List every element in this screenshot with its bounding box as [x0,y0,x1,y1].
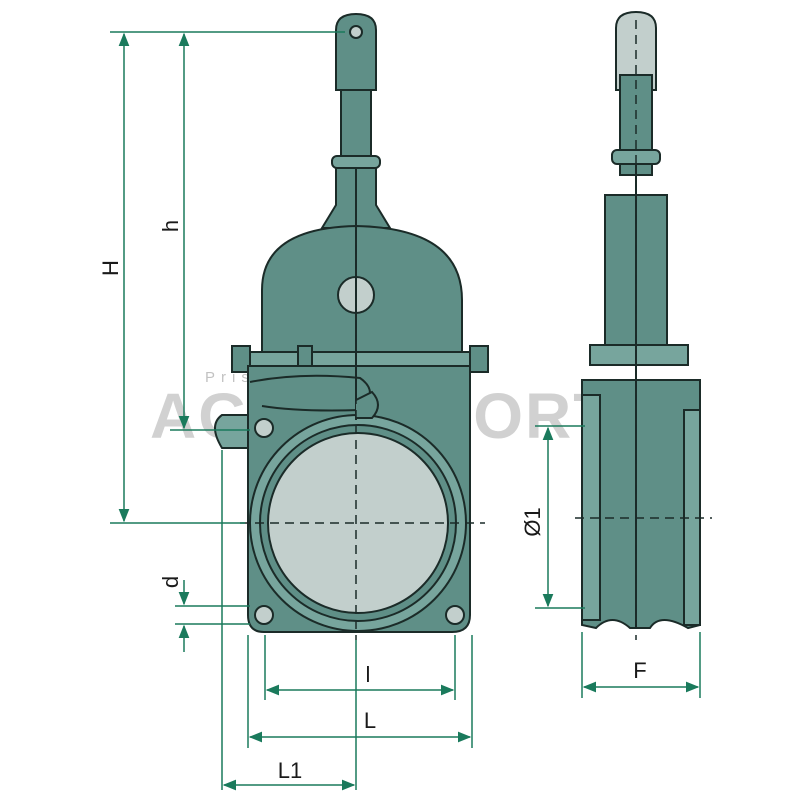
flange-bolt-left [231,345,251,373]
dim-h-label: h [158,220,183,232]
handle-hole [349,25,363,39]
port-disc [267,432,449,614]
dim-d-label: d [158,576,183,588]
handle-top [335,12,377,91]
flange-bolt-mid [297,345,313,367]
bolt-hole-bottom-right [445,605,465,625]
side-face-left [581,394,601,621]
dim-L-label: L [364,708,376,733]
body-detail-curve [249,374,371,412]
side-centerlines [575,20,712,640]
dim-diameter-label: Ø1 [520,507,545,536]
side-view [581,10,701,630]
dim-F-label: F [633,658,646,683]
dim-H-label: H [98,260,123,276]
blade-hinge [355,390,379,419]
bolt-hole-bottom-left [254,605,274,625]
side-body [581,379,701,630]
stem-upper [340,89,372,161]
front-view [214,12,489,633]
dim-l-label: l [366,662,371,687]
front-centerlines [240,230,485,640]
body-lug [214,414,249,449]
side-flange [589,344,689,366]
dimension-lines [110,31,701,791]
bolt-hole-top-left [254,418,274,438]
flange-bolt-right [469,345,489,373]
dim-L1-label: L1 [278,758,302,783]
bonnet-flange [231,351,485,367]
stem-collar [331,155,381,169]
